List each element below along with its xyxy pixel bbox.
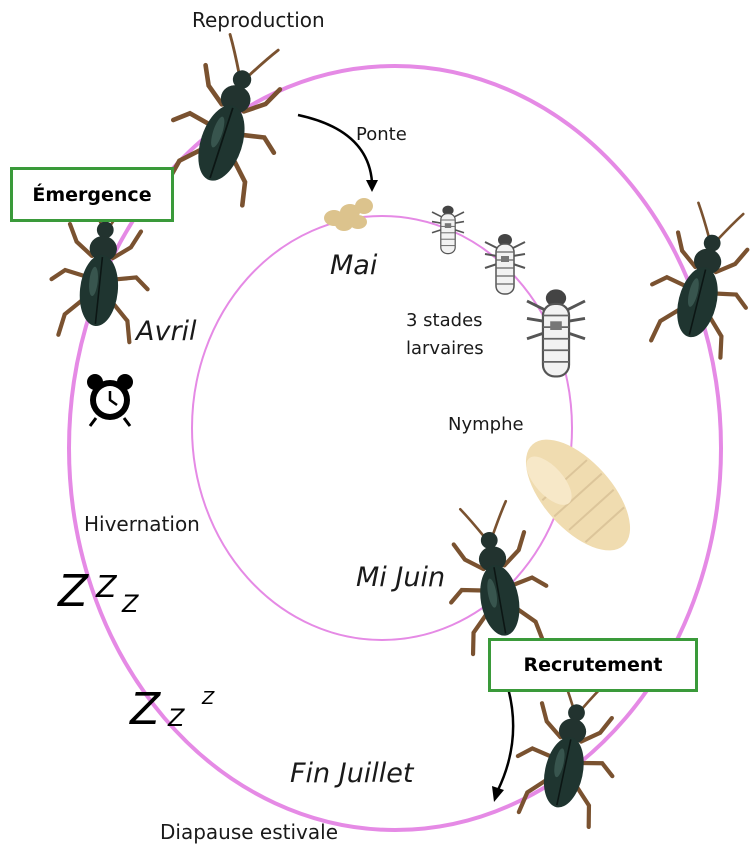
label-stades-line1: 3 stades [406, 310, 483, 331]
sleep-z: Z [58, 566, 88, 617]
label-stades-line2: larvaires [406, 338, 484, 359]
arrow-icon [492, 688, 513, 802]
sleep-z: Z [96, 570, 117, 605]
beetle-icon [155, 26, 305, 210]
box-emergence: Émergence [10, 167, 174, 222]
label-avril: Avril [136, 316, 197, 347]
sleep-z: Z [130, 684, 160, 735]
label-mi-juin: Mi Juin [356, 562, 445, 593]
label-reproduction: Reproduction [192, 8, 325, 32]
pupa-icon [507, 422, 649, 569]
sleep-z: Z [168, 704, 184, 732]
beetle-icon [435, 497, 555, 656]
label-hivernation: Hivernation [84, 512, 200, 536]
sleep-z: Z [202, 688, 214, 709]
sleep-z: Z [122, 590, 138, 618]
egg-cluster-icon [324, 198, 373, 231]
label-nymphe: Nymphe [448, 414, 524, 435]
label-diapause: Diapause estivale [160, 820, 338, 844]
larva-icon [485, 234, 525, 294]
label-mai: Mai [330, 250, 377, 281]
label-fin-juillet: Fin Juillet [290, 758, 414, 789]
larva-icon [432, 206, 464, 254]
beetle-icon [507, 668, 632, 830]
box-recrutement: Recrutement [488, 638, 698, 692]
label-ponte: Ponte [356, 124, 407, 145]
alarm-clock-icon [87, 374, 133, 426]
